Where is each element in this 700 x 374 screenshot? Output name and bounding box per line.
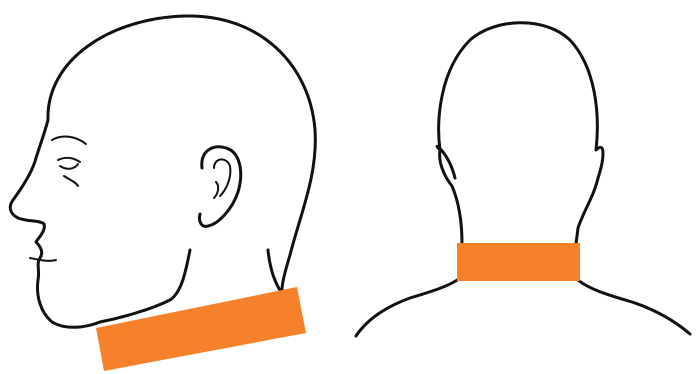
back-view-figure [356, 23, 690, 336]
back-right-shoulder [578, 280, 690, 334]
back-left-shoulder [356, 278, 460, 336]
back-head-outline [437, 23, 603, 244]
side-face-profile [10, 158, 100, 327]
side-profile-figure [10, 16, 315, 371]
side-jawline [100, 250, 190, 322]
side-ear-inner [214, 159, 230, 198]
side-neck-highlight [96, 287, 306, 371]
side-head-outline [48, 16, 315, 296]
side-eye [58, 158, 80, 186]
side-forehead [36, 120, 48, 158]
back-neck-highlight [457, 243, 580, 281]
side-mouth [30, 258, 56, 261]
side-eyebrow [52, 137, 86, 144]
